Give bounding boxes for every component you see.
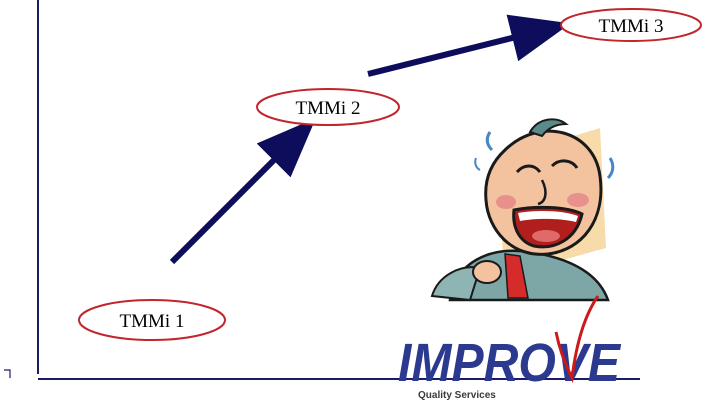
laughing-man-icon bbox=[430, 118, 615, 302]
arrow-2-to-3 bbox=[367, 14, 571, 77]
level-label: TMMi 3 bbox=[599, 16, 664, 37]
level-label: TMMi 1 bbox=[120, 311, 185, 332]
improve-logo-icon: IMPROVE Quality Services bbox=[398, 295, 622, 401]
level-tmmi-3: TMMi 3 bbox=[560, 8, 702, 42]
logo-wordmark: IMPROVE bbox=[398, 333, 622, 393]
level-tmmi-1: TMMi 1 bbox=[78, 299, 226, 341]
logo-check-swoosh bbox=[554, 295, 600, 384]
logo-tagline: Quality Services bbox=[418, 390, 496, 401]
level-label: TMMi 2 bbox=[296, 98, 361, 119]
arrow-1-to-2 bbox=[169, 118, 316, 265]
level-tmmi-2: TMMi 2 bbox=[256, 88, 400, 126]
corner-tick bbox=[4, 369, 11, 378]
